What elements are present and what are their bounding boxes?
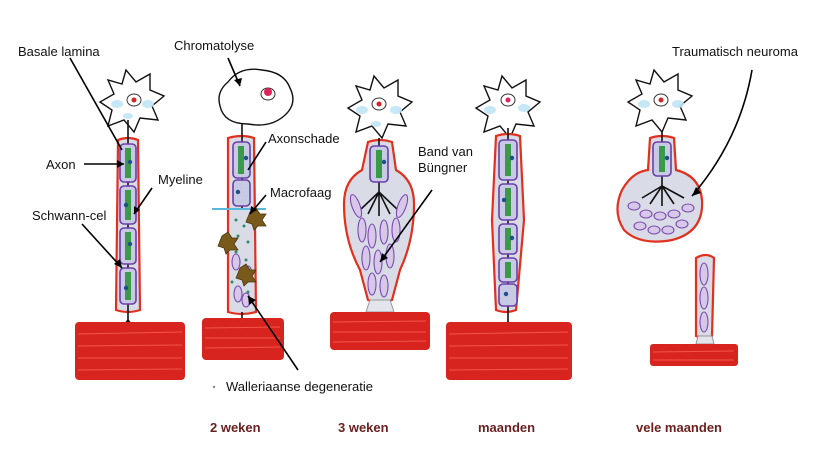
label-traumatisch-neuroma: Traumatisch neuroma xyxy=(672,44,799,59)
label-macrofaag: Macrofaag xyxy=(270,185,331,200)
label-bungner: Büngner xyxy=(418,160,468,175)
neuron-months xyxy=(446,74,572,380)
label-walleriaanse-degeneratie: Walleriaanse degeneratie xyxy=(226,379,373,394)
basal-lamina-tube xyxy=(342,138,416,304)
bands-of-bungner xyxy=(349,194,409,298)
neuron-many-months xyxy=(616,68,738,366)
neuron-healthy xyxy=(75,68,185,380)
muscle-block xyxy=(650,344,738,366)
label-axon: Axon xyxy=(46,157,76,172)
label-axonschade: Axonschade xyxy=(268,131,340,146)
muscle-block xyxy=(330,312,430,350)
stage-label: 3 weken xyxy=(338,420,389,435)
stage-label: 2 weken xyxy=(210,420,261,435)
cell-body-icon xyxy=(218,68,294,126)
label-basale-lamina: Basale lamina xyxy=(18,44,100,59)
label-chromatolyse: Chromatolyse xyxy=(174,38,254,53)
stage-label: maanden xyxy=(478,420,535,435)
muscle-block xyxy=(202,318,284,360)
stage-label: vele maanden xyxy=(636,420,722,435)
label-band-van: Band van xyxy=(418,144,473,159)
annotation-arrows xyxy=(69,57,753,371)
neuron-2-weeks xyxy=(202,68,294,360)
neuron-3-weeks xyxy=(330,74,430,350)
muscle-block xyxy=(75,322,185,380)
label-myeline: Myeline xyxy=(158,172,203,187)
macrophage-icon xyxy=(217,231,239,255)
label-schwann-cel: Schwann-cel xyxy=(32,208,107,223)
neuroma-cells xyxy=(627,201,695,235)
muscle-block xyxy=(446,322,572,380)
macrophage-icon xyxy=(235,263,257,287)
